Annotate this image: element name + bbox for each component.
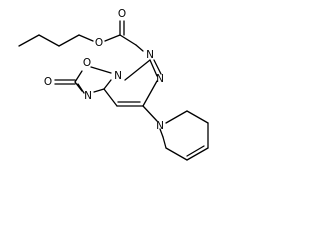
piperidine-nitrogen-label: N: [156, 120, 164, 132]
fused-ring-bonds: [54, 59, 162, 107]
carbamate-ester-oxygen-label: O: [95, 37, 103, 49]
carbamate-bonds: [104, 20, 144, 52]
propyl-chain-bonds: [18, 34, 94, 47]
pyrimidine-nitrogen-label: N: [156, 73, 164, 85]
carbamate-carbonyl-oxygen-label: O: [118, 8, 126, 20]
imine-nitrogen-label: N: [84, 90, 92, 102]
fused-ring-nitrogen-label: N: [114, 70, 122, 82]
dihydropyridine-bonds: [142, 105, 209, 161]
chemical-structure-diagram: O O N O N N O N N: [18, 8, 209, 161]
carbamate-nh-label: N: [146, 49, 154, 61]
ring-oxygen-label: O: [83, 57, 91, 69]
atom-labels: O O N O N N O N N: [44, 8, 164, 132]
exocyclic-oxygen-label: O: [44, 76, 52, 88]
